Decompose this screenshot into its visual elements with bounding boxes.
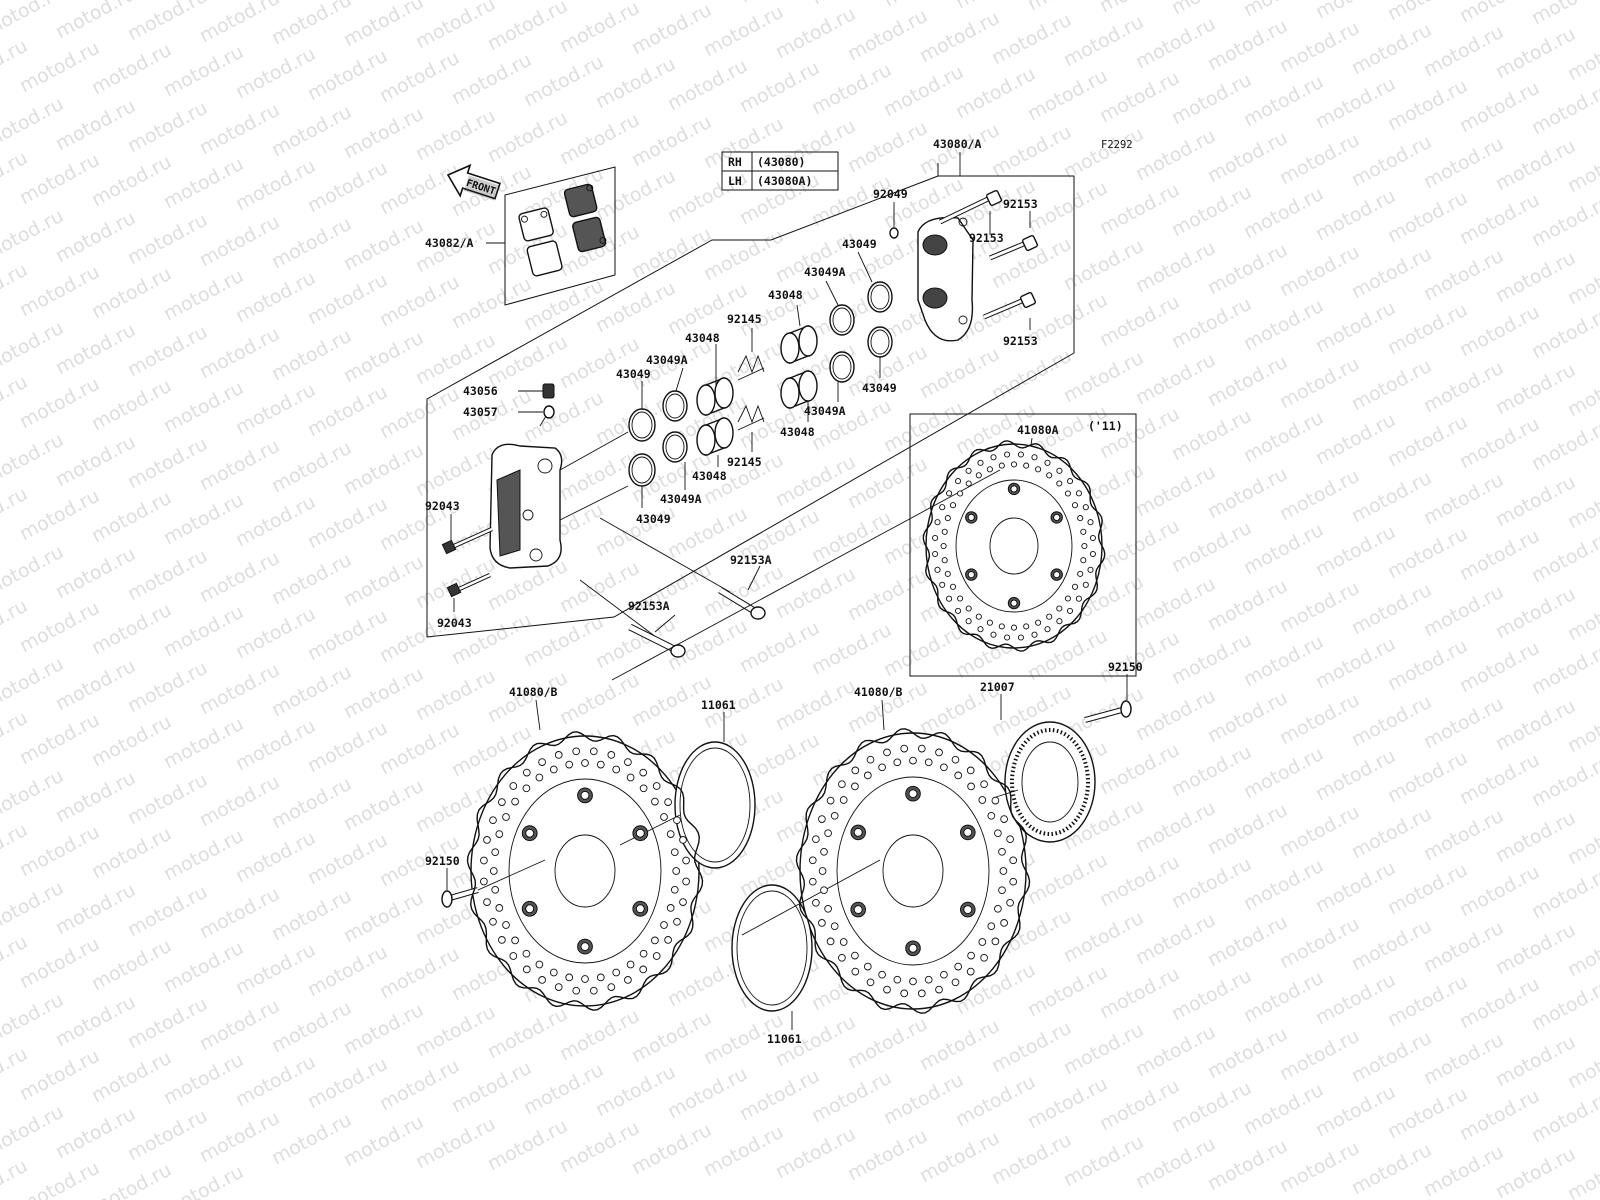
- seal-43049-right-lower: [867, 326, 893, 358]
- shim-11061-top: [674, 741, 756, 869]
- label-92043-top: 92043: [425, 499, 460, 513]
- label-92145-top: 92145: [727, 312, 762, 326]
- label-43080-A: 43080/A: [933, 137, 982, 151]
- label-43082-A: 43082/A: [425, 236, 474, 250]
- bleeder-cap-43057: [539, 405, 555, 427]
- shim-11061-bottom: [731, 884, 813, 1012]
- piston-43048-left-upper: [696, 376, 734, 417]
- bolt-92150-right: [1084, 700, 1132, 723]
- side-legend-table: RH (43080) LH (43080A): [721, 151, 839, 191]
- seal-43049A-left-upper: [662, 390, 688, 422]
- front-arrow-icon: FRONT: [446, 163, 501, 201]
- pad-spring-92145-top: [737, 354, 765, 381]
- label-43049-right-1: 43049: [842, 237, 877, 251]
- year-note: ('11): [1088, 419, 1123, 433]
- bleeder-43056: [542, 383, 555, 399]
- label-43049A-right-1: 43049A: [804, 265, 846, 279]
- disc-41080A: [925, 443, 1103, 649]
- label-11061-top: 11061: [701, 698, 736, 712]
- figure-code: F2292: [1101, 139, 1133, 151]
- bolt-92153-low: [983, 291, 1037, 320]
- disc-41080B-right: [799, 732, 1027, 1010]
- label-92153-mid: 92153: [969, 231, 1004, 245]
- brake-pad-set: [504, 166, 616, 306]
- bolt-92153-top: [938, 189, 1003, 225]
- disc-41080A-perforation: [922, 440, 1106, 652]
- piston-43048-left-lower: [696, 416, 734, 457]
- label-41080A: 41080A: [1017, 423, 1059, 437]
- caliper-half-left: [489, 443, 563, 569]
- label-92150-left: 92150: [425, 854, 460, 868]
- label-92049: 92049: [873, 187, 908, 201]
- bolt-92153-mid: [989, 234, 1039, 261]
- label-11061-bottom: 11061: [767, 1032, 802, 1046]
- label-43057: 43057: [463, 405, 498, 419]
- label-43049A-left-1: 43049A: [646, 353, 688, 367]
- legend-lh-part: (43080A): [757, 174, 812, 188]
- washer-92049: [889, 227, 899, 239]
- legend-lh-side: LH: [728, 174, 742, 188]
- abs-rotor-21007: [1004, 721, 1096, 843]
- caliper-half-right: [917, 216, 974, 342]
- seal-43049-right-upper: [867, 281, 893, 313]
- bolt-92043-top: [441, 526, 493, 555]
- seal-43049A-right-upper: [829, 304, 855, 336]
- label-43049-left-1: 43049: [616, 367, 651, 381]
- label-92145-bottom: 92145: [727, 455, 762, 469]
- label-43049-left-2: 43049: [636, 512, 671, 526]
- label-41080B-left: 41080/B: [509, 685, 558, 699]
- disc-41080B-right-perforation: [795, 728, 1031, 1014]
- label-92153A-bottom: 92153A: [628, 599, 670, 613]
- label-41080B-right: 41080/B: [854, 685, 903, 699]
- disc-2011-box: [909, 413, 1137, 677]
- label-43048-right-1: 43048: [768, 288, 803, 302]
- label-43048-left-2: 43048: [692, 469, 727, 483]
- disc-41080B-left-perforation: [466, 731, 704, 1011]
- disc-41080B-left: [470, 735, 700, 1007]
- label-43049A-right-2: 43049A: [804, 404, 846, 418]
- legend-rh-part: (43080): [757, 155, 805, 169]
- label-43048-left-1: 43048: [685, 331, 720, 345]
- seal-43049A-right-lower: [829, 351, 855, 383]
- legend-rh-side: RH: [728, 155, 742, 169]
- label-43049-right-2: 43049: [862, 381, 897, 395]
- label-92043-bottom: 92043: [437, 616, 472, 630]
- seal-43049-left-lower: [628, 453, 656, 487]
- label-43048-right-2: 43048: [780, 425, 815, 439]
- label-43049A-left-2: 43049A: [660, 492, 702, 506]
- label-21007: 21007: [980, 680, 1015, 694]
- label-92153A-top: 92153A: [730, 553, 772, 567]
- label-92150-right: 92150: [1108, 660, 1143, 674]
- piston-43048-right-upper: [780, 324, 818, 365]
- seal-43049-left-upper: [628, 408, 656, 442]
- caliper-assembly-outline: [426, 163, 1075, 638]
- piston-43048-right-lower: [780, 369, 818, 410]
- bolt-92153A-top: [718, 587, 766, 620]
- label-92153-low: 92153: [1003, 334, 1038, 348]
- label-43056: 43056: [463, 384, 498, 398]
- label-92153-top: 92153: [1003, 197, 1038, 211]
- bolt-92043-bottom: [446, 572, 491, 598]
- pad-spring-92145-bottom: [737, 404, 765, 431]
- bolt-92153A-bottom: [628, 623, 686, 658]
- seal-43049A-left-lower: [662, 431, 688, 463]
